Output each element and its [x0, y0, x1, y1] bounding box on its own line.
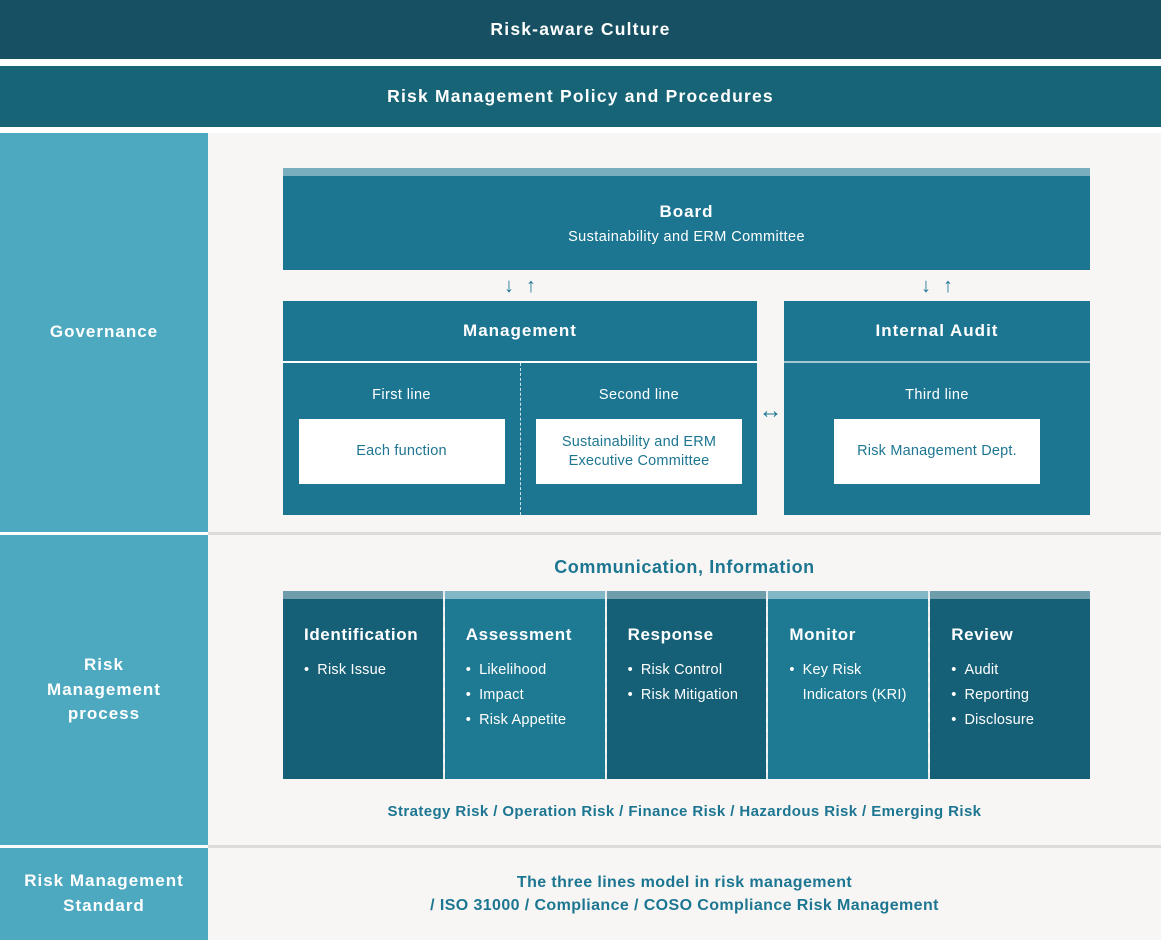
list-item: • Risk Appetite [445, 708, 605, 733]
board-arrows-row: ↓ ↑ ↓ ↑ [283, 270, 1090, 301]
down-arrow-icon: ↓ [921, 274, 931, 297]
bullet-icon: • [951, 662, 957, 678]
management-arrows: ↓ ↑ [283, 270, 757, 301]
second-line-label: Second line [598, 387, 680, 403]
step-response: Response • Risk Control • Risk Mitigatio… [604, 591, 767, 779]
internal-audit-body: Third line Risk Management Dept. [784, 363, 1090, 515]
standard-panel: The three lines model in risk management… [208, 848, 1161, 940]
up-arrow-icon: ↑ [943, 274, 953, 297]
bullet-icon: • [304, 662, 310, 678]
first-line-label: First line [372, 387, 431, 403]
list-item: • Key Risk Indicators (KRI) [768, 658, 928, 708]
bullet-icon: • [465, 662, 472, 678]
list-item: • Reporting [930, 683, 1090, 708]
sidebar-item-risk-management-standard: Risk Management Standard [0, 848, 208, 940]
bullet-icon: • [627, 687, 633, 703]
board-box: Board Sustainability and ERM Committee [283, 176, 1090, 270]
sidebar-item-governance: Governance [0, 133, 208, 532]
first-line-section: First line Each function [283, 363, 520, 515]
step-title: Identification [304, 625, 419, 644]
step-top-strip [444, 591, 605, 599]
policy-banner-label: Risk Management Policy and Procedures [387, 86, 774, 106]
internal-audit-box: Internal Audit Third line Risk Managemen… [784, 301, 1090, 515]
governance-content: Board Sustainability and ERM Committee ↓… [208, 133, 1161, 515]
management-audit-gap: ↔ [757, 301, 784, 515]
section-divider [0, 532, 1161, 535]
each-function-box: Each function [298, 419, 505, 484]
board-top-strip [283, 168, 1090, 176]
list-item: • Audit [930, 658, 1090, 683]
arrow-zone-gap [757, 270, 784, 301]
standard-text: The three lines model in risk management… [208, 848, 1161, 940]
step-assessment: Assessment • Likelihood • Impact • Risk [442, 591, 605, 779]
list-item: • Impact [445, 683, 605, 708]
step-top-strip [283, 591, 443, 599]
process-row: Risk Management process Communication, I… [0, 535, 1161, 845]
up-arrow-icon: ↑ [526, 274, 536, 297]
step-top-strip [606, 591, 767, 599]
bullet-icon: • [465, 687, 472, 703]
board-title: Board [659, 201, 714, 221]
management-box: Management First line Each function Seco… [283, 301, 757, 515]
banner-gap [0, 59, 1161, 66]
bullet-icon: • [951, 712, 957, 728]
risk-aware-culture-label: Risk-aware Culture [490, 19, 671, 39]
bullet-icon: • [951, 687, 957, 703]
governance-row: Governance Board Sustainability and ERM … [0, 133, 1161, 532]
step-identification: Identification • Risk Issue [283, 591, 443, 779]
risk-types-line: Strategy Risk / Operation Risk / Finance… [387, 803, 982, 820]
list-item: • Disclosure [930, 708, 1090, 733]
list-item: • Likelihood [445, 658, 605, 683]
erm-executive-committee-box: Sustainability and ERM Executive Committ… [536, 419, 742, 484]
step-top-strip [768, 591, 929, 599]
step-title: Review [951, 625, 1014, 644]
bullet-icon: • [465, 712, 472, 728]
internal-audit-arrows: ↓ ↑ [784, 270, 1090, 301]
second-line-section: Second line Sustainability and ERM Execu… [520, 363, 757, 515]
step-title: Response [627, 625, 714, 644]
list-item: • Risk Mitigation [607, 683, 767, 708]
banner-gap [0, 127, 1161, 133]
bullet-icon: • [789, 662, 795, 678]
step-title: Assessment [465, 625, 572, 644]
bullet-icon: • [627, 662, 633, 678]
communication-information-title: Communication, Information [554, 557, 815, 577]
board-subtitle: Sustainability and ERM Committee [568, 228, 805, 245]
step-title: Monitor [789, 625, 856, 644]
risk-management-dept-box: Risk Management Dept. [834, 419, 1040, 484]
list-item: • Risk Issue [283, 658, 443, 683]
internal-audit-title: Internal Audit [784, 301, 1090, 363]
governance-panel: Board Sustainability and ERM Committee ↓… [208, 133, 1161, 532]
down-arrow-icon: ↓ [504, 274, 514, 297]
step-review: Review • Audit • Reporting • Disclosure [928, 591, 1090, 779]
section-divider [0, 845, 1161, 848]
left-right-arrow-icon: ↔ [758, 397, 783, 424]
standard-line-2: / ISO 31000 / Compliance / COSO Complian… [430, 897, 939, 914]
process-steps: Identification • Risk Issue Assessment [283, 591, 1090, 779]
sidebar-item-risk-management-process: Risk Management process [0, 535, 208, 845]
step-top-strip [930, 591, 1090, 599]
step-monitor: Monitor • Key Risk Indicators (KRI) [766, 591, 929, 779]
list-item: • Risk Control [607, 658, 767, 683]
management-body: First line Each function Second line Sus… [283, 363, 757, 515]
lines-boxes-row: Management First line Each function Seco… [283, 301, 1090, 515]
policy-banner: Risk Management Policy and Procedures [0, 66, 1161, 127]
standard-line-1: The three lines model in risk management [516, 873, 853, 891]
third-line-label: Third line [905, 387, 969, 403]
standard-row: Risk Management Standard The three lines… [0, 848, 1161, 940]
management-title: Management [283, 301, 757, 363]
process-panel: Communication, Information Identificatio… [208, 535, 1161, 845]
risk-aware-culture-banner: Risk-aware Culture [0, 0, 1161, 59]
